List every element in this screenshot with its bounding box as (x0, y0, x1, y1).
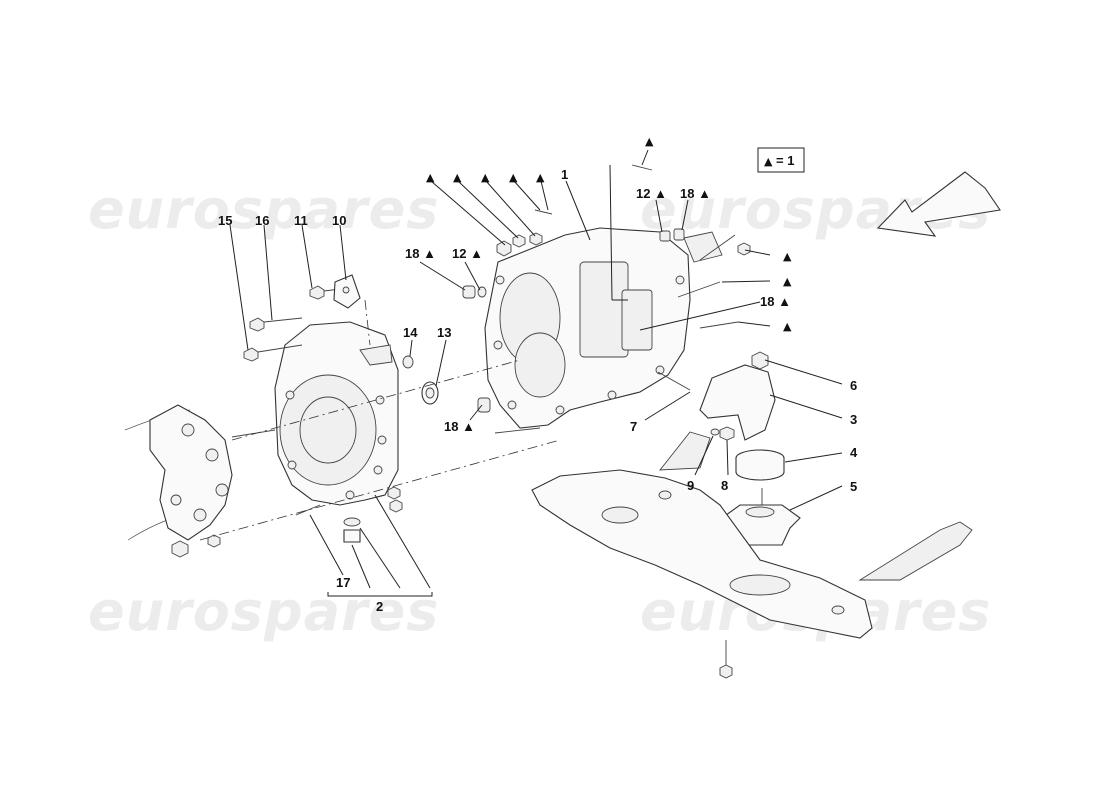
callout-triangle: ▲ (536, 171, 545, 184)
callout-triangle: ▲ (783, 320, 792, 333)
assembly-axis-lines (199, 299, 561, 541)
rear-cover-housing (274, 321, 399, 506)
callout-12: 12 ▲ (636, 186, 667, 201)
gearbox-casing (484, 227, 723, 429)
callout-8: 8 (721, 478, 728, 493)
callout-15: 15 (218, 213, 232, 228)
small-parts-left (207, 274, 439, 548)
callout-18: 18 ▲ (760, 294, 791, 309)
callout-triangle: ▲ (509, 171, 518, 184)
callout-12: 12 ▲ (452, 246, 483, 261)
callout-2: 2 (376, 599, 383, 614)
callout-10: 10 (332, 213, 346, 228)
callout-labels: ▲ ▲ ▲ ▲ ▲ ▲ 1 12 ▲ 18 ▲ 18 ▲ 12 ▲ ▲ ▲ 18… (218, 135, 858, 614)
direction-arrow-icon (876, 171, 1001, 237)
drive-flange (124, 404, 233, 558)
legend-text: = 1 (776, 153, 794, 168)
legend-box: ▲ = 1 (757, 147, 805, 173)
callout-triangle: ▲ (783, 275, 792, 288)
watermark-text: eurospares (88, 580, 439, 643)
callout-18: 18 ▲ (444, 419, 475, 434)
callout-4: 4 (850, 445, 858, 460)
legend-triangle-icon: ▲ (764, 155, 773, 168)
leader-lines (229, 149, 843, 597)
callout-13: 13 (437, 325, 451, 340)
callout-7: 7 (630, 419, 637, 434)
subframe-crossmember (531, 431, 973, 639)
callout-triangle: ▲ (426, 171, 435, 184)
casing-fasteners (462, 164, 751, 434)
callout-18: 18 ▲ (680, 186, 711, 201)
watermark-text: eurospares (88, 178, 439, 241)
callout-1: 1 (561, 167, 568, 182)
callout-6: 6 (850, 378, 857, 393)
callout-triangle: ▲ (645, 135, 654, 148)
gearbox-mount-parts (699, 351, 801, 679)
callout-triangle: ▲ (481, 171, 490, 184)
callout-9: 9 (687, 478, 694, 493)
callout-16: 16 (255, 213, 269, 228)
callout-11: 11 (294, 213, 308, 228)
callout-17: 17 (336, 575, 350, 590)
callout-18: 18 ▲ (405, 246, 436, 261)
callout-triangle: ▲ (783, 250, 792, 263)
callout-5: 5 (850, 479, 857, 494)
callout-3: 3 (850, 412, 857, 427)
callout-14: 14 (403, 325, 418, 340)
callout-triangle: ▲ (453, 171, 462, 184)
